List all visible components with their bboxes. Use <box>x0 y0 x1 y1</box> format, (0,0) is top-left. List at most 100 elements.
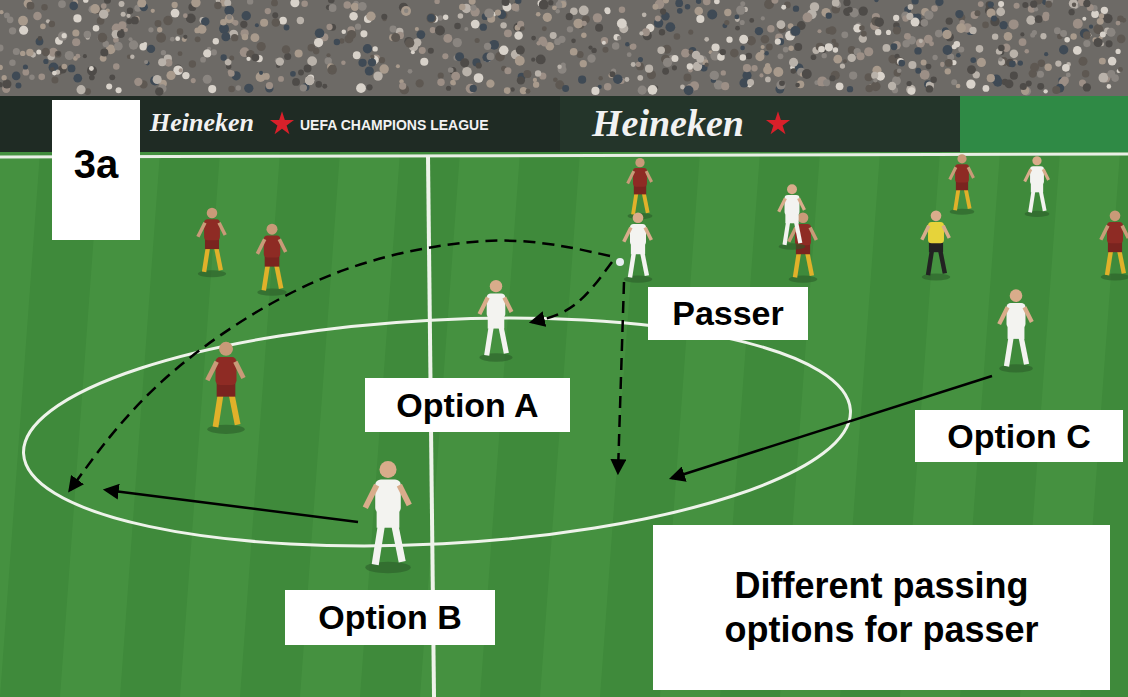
pitch <box>0 152 1128 697</box>
spectator <box>983 85 990 92</box>
spectator <box>73 14 81 22</box>
spectator <box>257 42 266 51</box>
spectator <box>1099 13 1104 18</box>
spectator <box>327 65 337 75</box>
spectator <box>926 64 932 70</box>
spectator <box>511 3 519 11</box>
spectator <box>272 18 281 27</box>
spectator <box>69 2 78 11</box>
spectator <box>448 67 454 73</box>
spectator <box>743 64 751 72</box>
spectator <box>328 0 335 3</box>
spectator <box>739 35 748 44</box>
spectator <box>272 12 278 18</box>
spectator <box>90 4 100 14</box>
spectator <box>642 28 650 36</box>
spectator <box>625 42 629 46</box>
spectator <box>4 12 10 18</box>
spectator <box>773 67 783 77</box>
spectator <box>759 73 763 77</box>
spectator <box>242 11 251 20</box>
spectator <box>341 61 345 65</box>
spectator <box>1010 72 1018 80</box>
spectator <box>284 53 291 60</box>
spectator <box>189 60 196 67</box>
spectator <box>826 12 832 18</box>
spectator <box>42 48 50 56</box>
spectator <box>15 83 21 89</box>
player-arm <box>219 223 225 235</box>
spectator <box>368 58 376 66</box>
spectator <box>724 20 729 25</box>
spectator <box>19 26 28 35</box>
spectator <box>610 71 616 77</box>
spectator <box>301 1 308 8</box>
spectator <box>566 13 573 20</box>
spectator <box>581 33 586 38</box>
spectator <box>464 27 468 31</box>
spectator <box>1072 3 1076 7</box>
spectator <box>988 1 994 7</box>
grass-stripe <box>180 152 280 697</box>
spectator <box>356 83 366 93</box>
spectator <box>906 85 916 95</box>
spectator <box>117 30 125 38</box>
spectator <box>945 59 953 67</box>
spectator <box>579 6 589 16</box>
spectator <box>250 33 259 42</box>
spectator <box>263 73 270 80</box>
heineken-star <box>270 111 294 134</box>
annotation-box: Option B <box>285 590 495 645</box>
spectator <box>704 62 708 66</box>
spectator <box>1037 83 1044 90</box>
spectator <box>98 33 108 43</box>
spectator <box>893 26 901 34</box>
spectator <box>41 4 47 10</box>
spectator <box>977 58 986 67</box>
player-shirt <box>204 219 220 240</box>
spectator <box>789 58 798 67</box>
spectator <box>227 14 232 19</box>
spectator <box>1101 7 1108 14</box>
spectator <box>660 8 666 14</box>
player <box>365 461 410 573</box>
player-arm <box>479 298 487 315</box>
spectator <box>637 75 643 81</box>
spectator <box>1009 60 1016 67</box>
spectator <box>861 31 867 37</box>
spectator <box>810 2 819 11</box>
spectator <box>1099 58 1106 65</box>
spectator <box>65 51 74 60</box>
spectator <box>761 45 765 49</box>
spectator <box>711 43 719 51</box>
spectator <box>567 26 573 32</box>
spectator <box>778 53 784 59</box>
player-arm <box>279 239 285 252</box>
spectator <box>1030 33 1035 38</box>
spectator <box>158 58 166 66</box>
spectator <box>1083 31 1091 39</box>
spectator <box>20 51 25 56</box>
spectator <box>578 76 586 84</box>
spectator <box>427 14 435 22</box>
spectator <box>228 86 235 93</box>
spectator <box>677 8 683 14</box>
spectator <box>33 12 42 21</box>
spectator <box>161 50 166 55</box>
spectator <box>897 68 902 73</box>
player <box>628 158 653 219</box>
spectator <box>77 85 86 94</box>
spectator <box>692 51 701 60</box>
spectator <box>736 5 745 14</box>
spectator <box>228 70 233 75</box>
spectator <box>434 0 439 4</box>
spectator <box>602 41 606 45</box>
spectator <box>191 0 200 7</box>
player-arm <box>968 167 973 178</box>
spectator <box>515 56 525 66</box>
spectator <box>818 81 823 86</box>
spectator <box>1073 46 1082 55</box>
spectator <box>1044 52 1048 56</box>
spectator <box>740 20 745 25</box>
player-arm <box>235 362 243 378</box>
